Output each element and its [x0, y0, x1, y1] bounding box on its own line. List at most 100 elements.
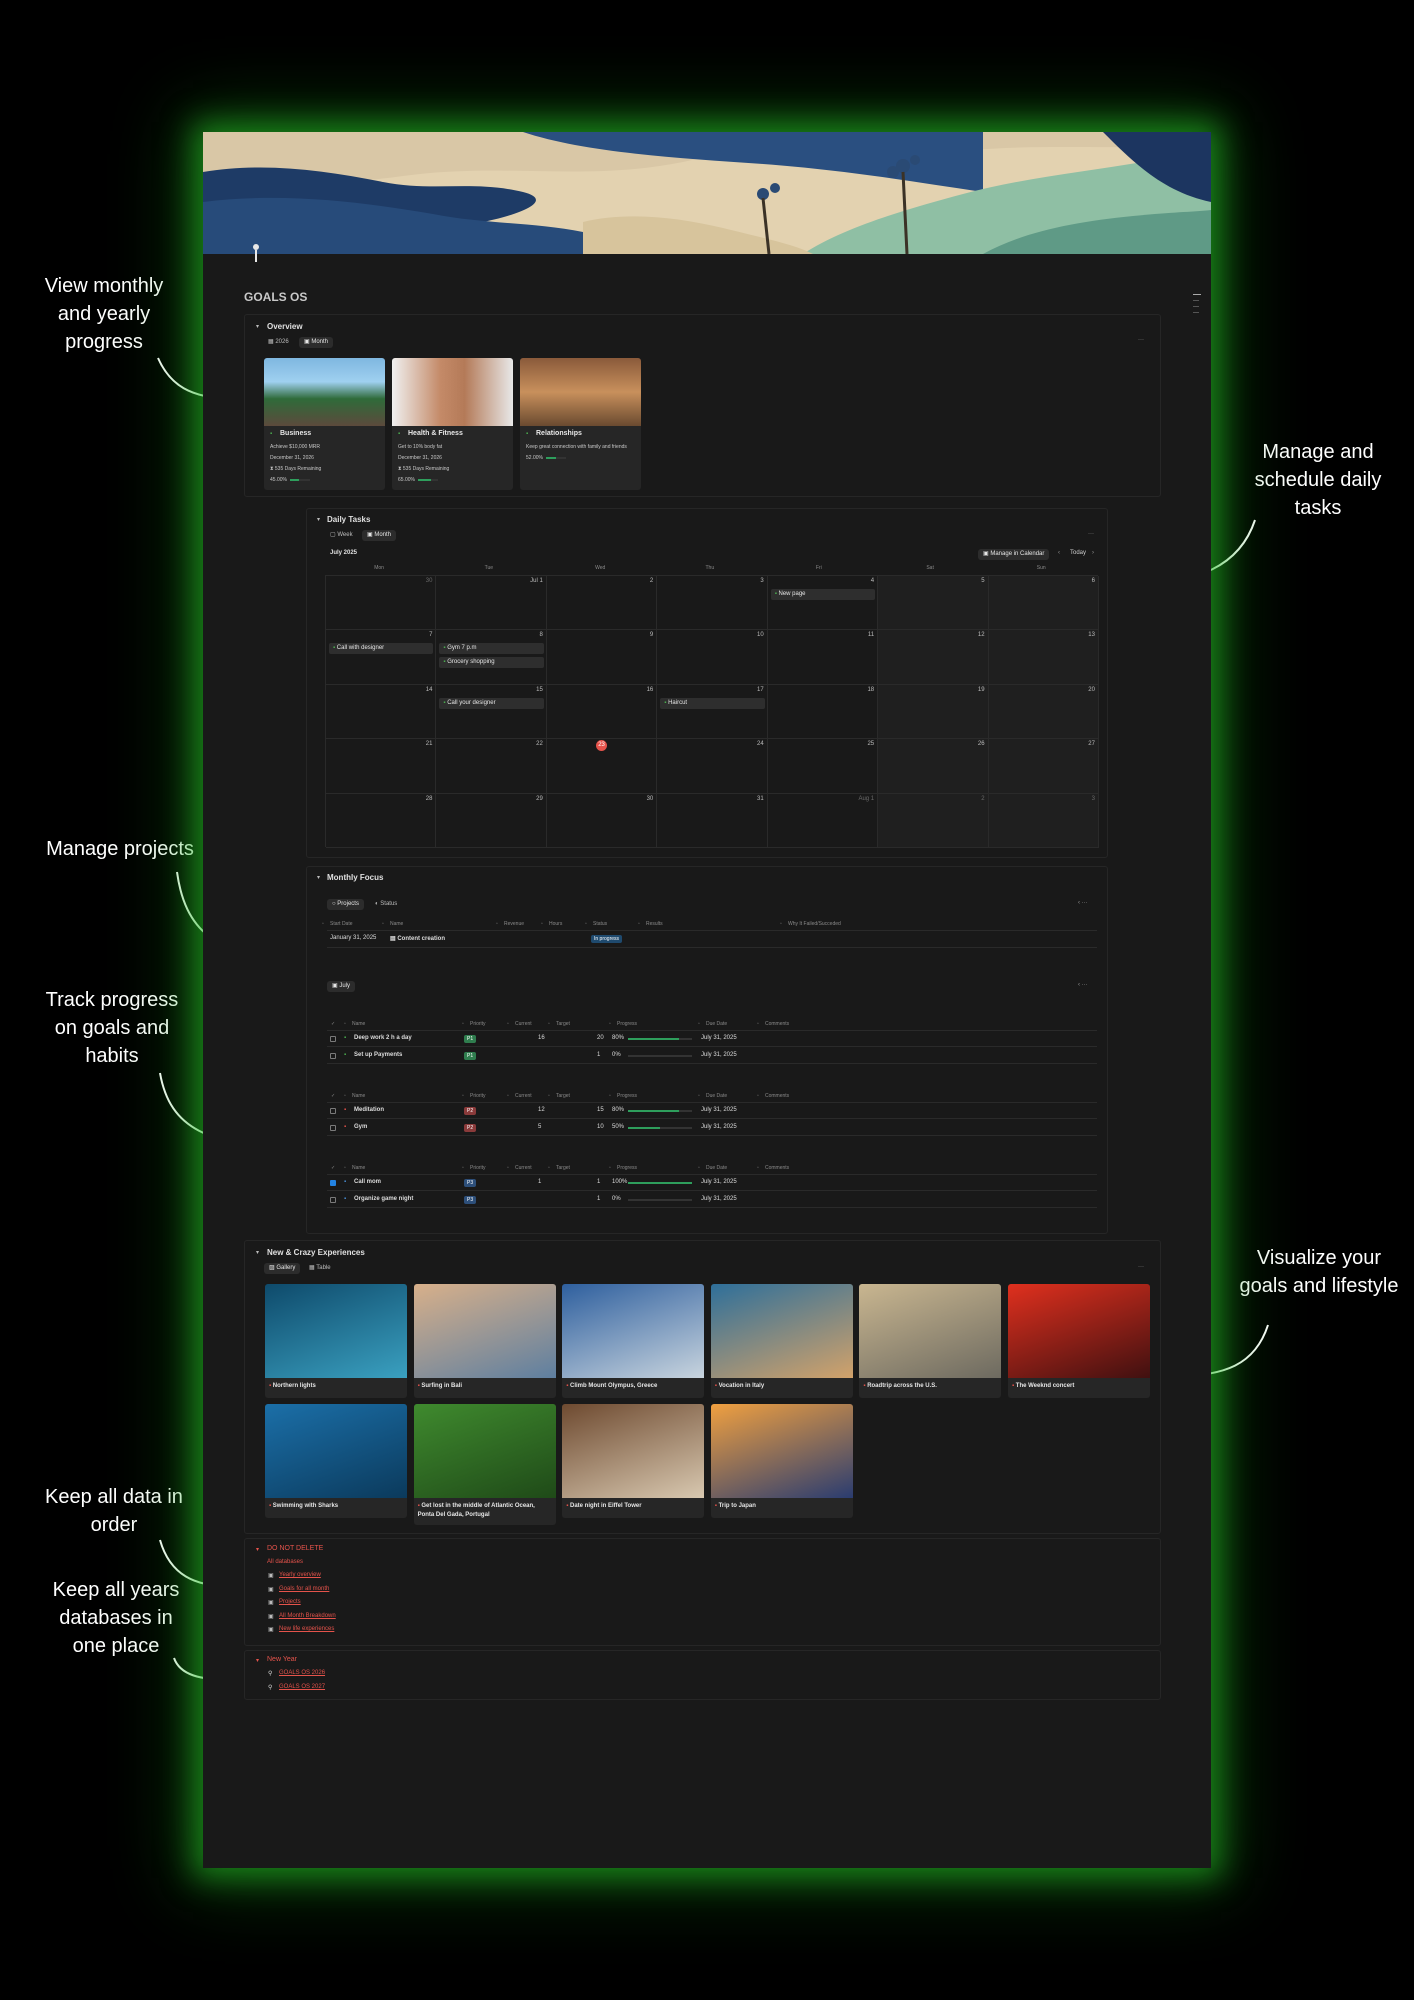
year-page-link[interactable]: GOALS OS 2027	[279, 1684, 326, 1690]
experience-card[interactable]: ▪ The Weeknd concert	[1008, 1284, 1150, 1398]
goal-checkbox[interactable]	[330, 1197, 336, 1203]
goal-name[interactable]: Call mom	[354, 1179, 382, 1185]
calendar-event[interactable]: ▪ Grocery shopping	[439, 657, 544, 669]
calendar-day-cell[interactable]: 17	[657, 684, 768, 740]
select-all-check-icon[interactable]: ✓	[331, 1093, 336, 1099]
project-column-header[interactable]: Results	[646, 921, 663, 927]
calendar-day-cell[interactable]: 3	[988, 793, 1099, 848]
view-tab-july[interactable]: ▣ July	[327, 981, 356, 992]
next-month-icon[interactable]: ›	[1092, 550, 1094, 556]
calendar-day-cell[interactable]: 11	[767, 630, 879, 685]
goal-name[interactable]: Set up Payments	[354, 1052, 403, 1058]
experience-card[interactable]: ▪ Surfing in Bali	[413, 1284, 556, 1398]
database-link[interactable]: All Month Breakdown	[279, 1612, 336, 1619]
calendar-day-cell[interactable]: 24	[657, 739, 768, 794]
outline-toc-icon[interactable]	[1193, 294, 1201, 324]
goal-column-header[interactable]: Due Date	[706, 1093, 728, 1099]
toggle-chevron-icon[interactable]: ▾	[256, 324, 260, 330]
toggle-chevron-icon[interactable]: ▾	[256, 1547, 260, 1553]
calendar-day-cell[interactable]: 23	[546, 739, 658, 794]
calendar-event[interactable]: ▪ New page	[770, 589, 876, 600]
goal-column-header[interactable]: Priority	[470, 1021, 486, 1027]
goal-column-header[interactable]: Current	[515, 1093, 532, 1099]
calendar-day-cell[interactable]: 12	[878, 630, 989, 685]
calendar-day-cell[interactable]: 30	[326, 576, 437, 631]
calendar-day-cell[interactable]: 5	[878, 576, 989, 631]
experience-card[interactable]: ▪ Vocation in Italy	[710, 1284, 853, 1398]
view-tab-projects[interactable]: ○ Projects	[327, 899, 364, 910]
manage-in-calendar-button[interactable]: ▣ Manage in Calendar	[978, 549, 1050, 560]
more-options-icon[interactable]: ···	[1138, 337, 1144, 343]
goal-checkbox[interactable]	[330, 1180, 336, 1186]
goal-column-header[interactable]: Name	[352, 1093, 366, 1099]
project-name[interactable]: ▤ Content creation	[390, 935, 445, 942]
database-link[interactable]: Projects	[279, 1599, 301, 1605]
goal-column-header[interactable]: Progress	[617, 1021, 638, 1027]
calendar-day-cell[interactable]: 6	[988, 576, 1099, 631]
goal-column-header[interactable]: Progress	[617, 1165, 638, 1171]
select-all-check-icon[interactable]: ✓	[331, 1021, 336, 1027]
calendar-day-cell[interactable]: 29	[436, 793, 547, 848]
calendar-day-cell[interactable]: 14	[326, 684, 437, 740]
goal-column-header[interactable]: Name	[352, 1165, 366, 1171]
calendar-day-cell[interactable]: 7	[326, 630, 437, 685]
experience-card[interactable]: ▪ Roadtrip across the U.S.	[859, 1284, 1002, 1398]
calendar-day-cell[interactable]: 16	[546, 684, 658, 740]
more-options-icon[interactable]: ···	[1088, 531, 1094, 537]
select-all-check-icon[interactable]: ✓	[331, 1165, 336, 1171]
goal-column-header[interactable]: Name	[352, 1021, 366, 1027]
goal-checkbox[interactable]	[330, 1053, 336, 1059]
goal-name[interactable]: Gym	[354, 1124, 368, 1130]
database-link[interactable]: Yearly overview	[279, 1572, 321, 1578]
calendar-event[interactable]: ▪ Call with designer	[329, 643, 434, 655]
goal-column-header[interactable]: Target	[556, 1093, 570, 1099]
status-badge[interactable]: In progress	[591, 935, 623, 943]
calendar-day-cell[interactable]: 26	[878, 739, 989, 794]
toggle-chevron-icon[interactable]: ▾	[256, 1658, 260, 1664]
calendar-day-cell[interactable]: 2	[878, 793, 989, 848]
toggle-chevron-icon[interactable]: ▾	[256, 1250, 260, 1256]
goal-name[interactable]: Deep work 2 h a day	[354, 1035, 412, 1041]
calendar-day-cell[interactable]: Aug 1	[767, 793, 879, 848]
toggle-chevron-icon[interactable]: ▾	[317, 517, 321, 523]
calendar-day-cell[interactable]: 19	[878, 684, 989, 740]
goal-column-header[interactable]: Due Date	[706, 1165, 728, 1171]
calendar-day-cell[interactable]: 8	[436, 630, 547, 685]
project-column-header[interactable]: Hours	[549, 921, 563, 927]
calendar-day-cell[interactable]: 22	[436, 739, 547, 794]
more-options-icon[interactable]: ‹ ···	[1078, 982, 1088, 988]
goal-name[interactable]: Organize game night	[354, 1196, 414, 1202]
experience-card[interactable]: ▪ Swimming with Sharks	[265, 1404, 407, 1518]
calendar-day-cell[interactable]: 13	[988, 630, 1099, 685]
goal-checkbox[interactable]	[330, 1108, 336, 1114]
view-tab-week[interactable]: ▢ Week	[330, 532, 353, 538]
goal-column-header[interactable]: Comments	[765, 1021, 790, 1027]
calendar-event[interactable]: ▪ Gym 7 p.m	[439, 643, 544, 655]
goal-column-header[interactable]: Comments	[765, 1093, 790, 1099]
prev-month-icon[interactable]: ‹	[1058, 550, 1060, 556]
calendar-day-cell[interactable]: 10	[657, 630, 768, 685]
year-page-link[interactable]: GOALS OS 2026	[279, 1670, 326, 1676]
calendar-event[interactable]: ▪ Call your designer	[439, 697, 544, 709]
project-column-header[interactable]: Name	[390, 921, 404, 927]
calendar-day-cell[interactable]: 28	[326, 793, 437, 848]
calendar-day-cell[interactable]: 20	[988, 684, 1099, 740]
project-column-header[interactable]: Start Date	[330, 921, 353, 927]
goal-column-header[interactable]: Priority	[470, 1165, 486, 1171]
goal-column-header[interactable]: Target	[556, 1021, 570, 1027]
project-column-header[interactable]: Why It Failed/Succeded	[788, 921, 841, 927]
view-tab-table[interactable]: ▦ Table	[309, 1265, 331, 1271]
view-tab-2026[interactable]: ▦ 2026	[268, 339, 289, 345]
calendar-day-cell[interactable]: 30	[546, 793, 658, 848]
database-link[interactable]: New life experiences	[279, 1626, 335, 1632]
experience-card[interactable]: ▪ Date night in Eiffel Tower	[562, 1404, 705, 1518]
view-tab-month[interactable]: ▣ Month	[299, 337, 334, 348]
goal-column-header[interactable]: Target	[556, 1165, 570, 1171]
page-icon[interactable]	[253, 244, 259, 262]
calendar-event[interactable]: ▪ Haircut	[660, 697, 765, 709]
view-tab-status[interactable]: ◐ Status	[375, 901, 398, 907]
goal-column-header[interactable]: Progress	[617, 1093, 638, 1099]
project-column-header[interactable]: Status	[593, 921, 608, 927]
